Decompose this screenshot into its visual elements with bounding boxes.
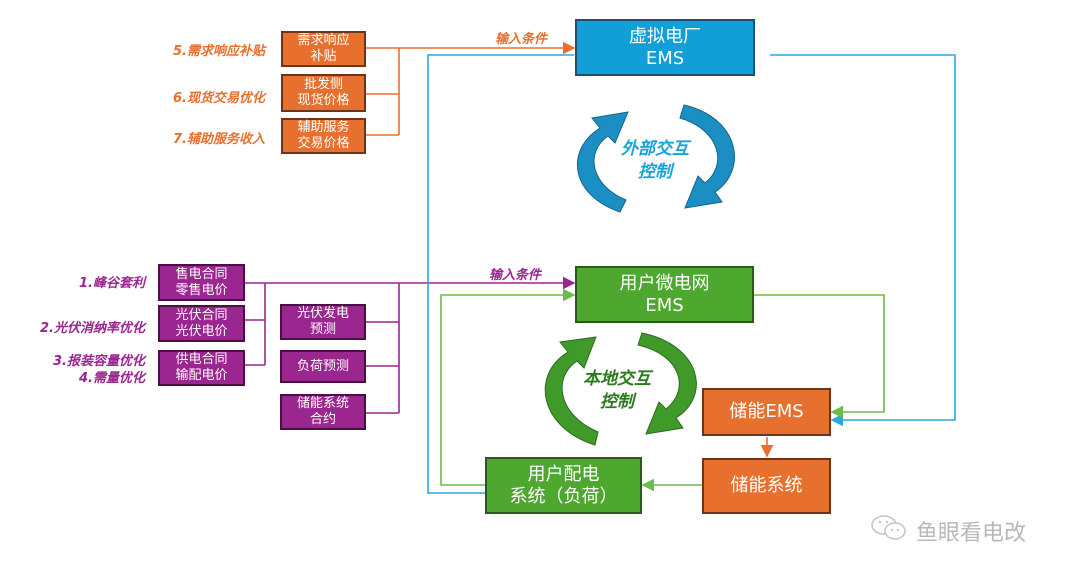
cycle-arrow-down-right [637,332,697,435]
benefit-label-peak-valley: 1.峰谷套利 [79,276,145,291]
benefit-label-ancillary-service: 7.辅助服务收入 [173,132,265,147]
cycle-arrow-down-right [679,104,735,209]
benefit-label-pv-consumption: 2.光伏消纳率优化 [40,321,145,336]
external-cycle-arrows [576,104,735,213]
watermark: 鱼眼看电改 [870,513,1026,549]
cycle-arrow-up-left [576,111,629,213]
pv-forecast-box: 光伏发电 预测 [280,304,366,340]
user-distribution-system-box: 用户配电 系统（负荷） [485,457,642,514]
retail-contract-box: 售电合同 零售电价 [158,264,245,301]
benefit-label-demand-response: 5.需求响应补贴 [173,44,265,59]
watermark-text: 鱼眼看电改 [916,521,1027,546]
storage-system-box: 储能系统 [702,458,831,514]
wholesale-spot-price-box: 批发侧 现货价格 [281,74,366,112]
load-forecast-box: 负荷预测 [280,350,366,383]
supply-contract-box: 供电合同 输配电价 [158,350,245,386]
pv-contract-box: 光伏合同 光伏电价 [158,305,245,342]
benefit-label-demand: 4.需量优化 [79,371,145,386]
wechat-icon [870,513,910,549]
storage-contract-box: 储能系统 合约 [280,394,366,430]
storage-ems-box: 储能EMS [702,388,831,436]
local-interaction-control-text: 本地交互 控制 [583,369,651,412]
demand-response-subsidy-box: 需求响应 补贴 [281,31,366,67]
purple-connectors [245,276,576,414]
ancillary-service-price-box: 辅助服务 交易价格 [281,118,366,154]
user-microgrid-ems-box: 用户微电网 EMS [575,266,754,323]
blue-connectors [427,54,956,494]
orange-connectors [366,41,576,136]
input-conditions-label-bottom: 输入条件 [489,268,542,283]
benefit-label-spot-trading: 6.现货交易优化 [173,91,265,106]
virtual-power-plant-ems-box: 虚拟电厂 EMS [575,19,755,76]
input-conditions-label-top: 输入条件 [495,32,548,47]
local-cycle-arrows [544,332,697,446]
external-interaction-control-text: 外部交互 控制 [621,139,689,182]
green-connectors [440,288,885,492]
benefit-label-capacity: 3.报装容量优化 [53,354,145,369]
cycle-arrow-up-left [544,336,599,446]
